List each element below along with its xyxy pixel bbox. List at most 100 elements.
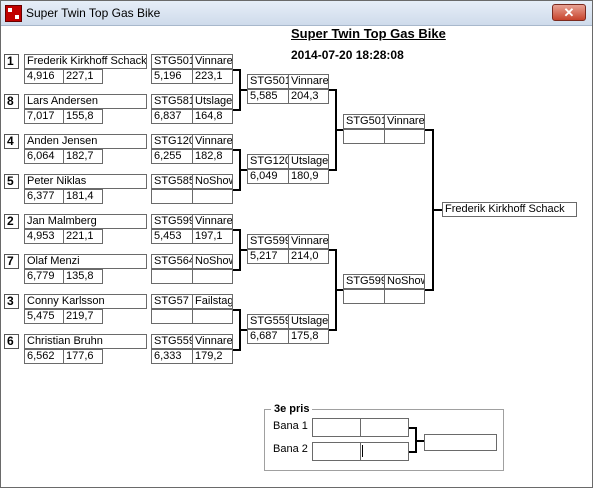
speed-value[interactable]: 182,7 (63, 149, 103, 164)
rider-name[interactable]: Frederik Kirkhoff Schack (24, 54, 147, 69)
race-result[interactable]: Vinnare (192, 334, 233, 349)
bike-code[interactable]: STG501 (247, 74, 289, 89)
trap-speed[interactable]: 197,1 (192, 229, 233, 244)
trap-speed[interactable]: 182,8 (192, 149, 233, 164)
rider-name[interactable]: Conny Karlsson (24, 294, 147, 309)
seed-number: 1 (4, 54, 19, 69)
race-result[interactable]: Vinnare (288, 234, 329, 249)
lane1-result-field[interactable] (360, 418, 409, 437)
bike-code[interactable]: STG120 (151, 134, 193, 149)
speed-value[interactable]: 219,7 (63, 309, 103, 324)
reaction-time[interactable]: 6,377 (24, 189, 64, 204)
elapsed-time[interactable]: 6,049 (247, 169, 289, 184)
race-result[interactable]: Utslagen (288, 314, 329, 329)
race-result[interactable]: Vinnare (192, 214, 233, 229)
bracket-connector (233, 189, 240, 191)
rider-name[interactable]: Jan Malmberg (24, 214, 147, 229)
bike-code[interactable]: STG501 (343, 114, 385, 129)
elapsed-time[interactable]: 5,196 (151, 69, 193, 84)
bike-code[interactable]: STG585 (151, 174, 193, 189)
trap-speed[interactable]: 180,9 (288, 169, 329, 184)
seed-number: 2 (4, 214, 19, 229)
rider-name[interactable]: Lars Andersen (24, 94, 147, 109)
bike-code[interactable]: STG120 (247, 154, 289, 169)
lane2-result-field[interactable] (360, 442, 409, 461)
trap-speed[interactable]: 223,1 (192, 69, 233, 84)
trap-speed[interactable]: 175,8 (288, 329, 329, 344)
race-result[interactable]: Vinnare (192, 134, 233, 149)
elapsed-time[interactable] (151, 309, 193, 324)
bracket-connector (425, 289, 433, 291)
speed-value[interactable]: 177,6 (63, 349, 103, 364)
bracket-connector (432, 209, 442, 211)
reaction-time[interactable]: 6,562 (24, 349, 64, 364)
close-button[interactable]: ✕ (552, 4, 586, 21)
reaction-time[interactable]: 6,779 (24, 269, 64, 284)
elapsed-time[interactable]: 6,687 (247, 329, 289, 344)
bike-code[interactable]: STG57 (151, 294, 193, 309)
elapsed-time[interactable]: 6,255 (151, 149, 193, 164)
trap-speed[interactable]: 204,3 (288, 89, 329, 104)
reaction-time[interactable]: 7,017 (24, 109, 64, 124)
trap-speed[interactable] (384, 129, 425, 144)
trap-speed[interactable] (384, 289, 425, 304)
bike-code[interactable]: STG559 (151, 334, 193, 349)
lane1-code-field[interactable] (312, 418, 361, 437)
speed-value[interactable]: 227,1 (63, 69, 103, 84)
lane2-code-field[interactable] (312, 442, 361, 461)
window-title: Super Twin Top Gas Bike (26, 6, 161, 20)
trap-speed[interactable]: 179,2 (192, 349, 233, 364)
race-result[interactable]: Utslagen (288, 154, 329, 169)
seed-number: 3 (4, 294, 19, 309)
reaction-time[interactable]: 4,916 (24, 69, 64, 84)
trap-speed[interactable] (192, 309, 233, 324)
trap-speed[interactable]: 164,8 (192, 109, 233, 124)
bike-code[interactable]: STG599 (151, 214, 193, 229)
third-place-winner-field[interactable] (424, 434, 497, 451)
app-icon (5, 5, 22, 22)
race-result[interactable]: Vinnare (384, 114, 425, 129)
race-result[interactable]: NoShow (192, 254, 233, 269)
elapsed-time[interactable]: 6,333 (151, 349, 193, 364)
rider-name[interactable]: Olaf Menzi (24, 254, 147, 269)
reaction-time[interactable]: 6,064 (24, 149, 64, 164)
trap-speed[interactable] (192, 189, 233, 204)
elapsed-time[interactable] (151, 189, 193, 204)
rider-name[interactable]: Anden Jensen (24, 134, 147, 149)
trap-speed[interactable] (192, 269, 233, 284)
bike-code[interactable]: STG581 (151, 94, 193, 109)
elapsed-time[interactable]: 5,585 (247, 89, 289, 104)
rider-name[interactable]: Christian Bruhn (24, 334, 147, 349)
reaction-time[interactable]: 4,953 (24, 229, 64, 244)
bike-code[interactable]: STG564 (151, 254, 193, 269)
bike-code[interactable]: STG599 (247, 234, 289, 249)
elapsed-time[interactable]: 5,217 (247, 249, 289, 264)
bike-code[interactable]: STG599 (343, 274, 385, 289)
race-result[interactable]: Failstage (192, 294, 233, 309)
speed-value[interactable]: 135,8 (63, 269, 103, 284)
reaction-time[interactable]: 5,475 (24, 309, 64, 324)
race-result[interactable]: Vinnare (192, 54, 233, 69)
rider-name[interactable]: Peter Niklas (24, 174, 147, 189)
title-bar[interactable]: Super Twin Top Gas Bike ✕ (1, 1, 592, 26)
elapsed-time[interactable]: 5,453 (151, 229, 193, 244)
trap-speed[interactable]: 214,0 (288, 249, 329, 264)
champion-name[interactable]: Frederik Kirkhoff Schack (442, 202, 577, 217)
bracket-connector (335, 289, 343, 291)
speed-value[interactable]: 221,1 (63, 229, 103, 244)
elapsed-time[interactable]: 6,837 (151, 109, 193, 124)
race-result[interactable]: Utslagen (192, 94, 233, 109)
speed-value[interactable]: 155,8 (63, 109, 103, 124)
elapsed-time[interactable] (343, 289, 385, 304)
speed-value[interactable]: 181,4 (63, 189, 103, 204)
bike-code[interactable]: STG559 (247, 314, 289, 329)
bracket-connector (239, 249, 248, 251)
race-result[interactable]: NoShow (192, 174, 233, 189)
race-result[interactable]: NoShow (384, 274, 425, 289)
elapsed-time[interactable] (151, 269, 193, 284)
elapsed-time[interactable] (343, 129, 385, 144)
race-result[interactable]: Vinnare (288, 74, 329, 89)
bracket-connector (233, 309, 240, 311)
bike-code[interactable]: STG501 (151, 54, 193, 69)
